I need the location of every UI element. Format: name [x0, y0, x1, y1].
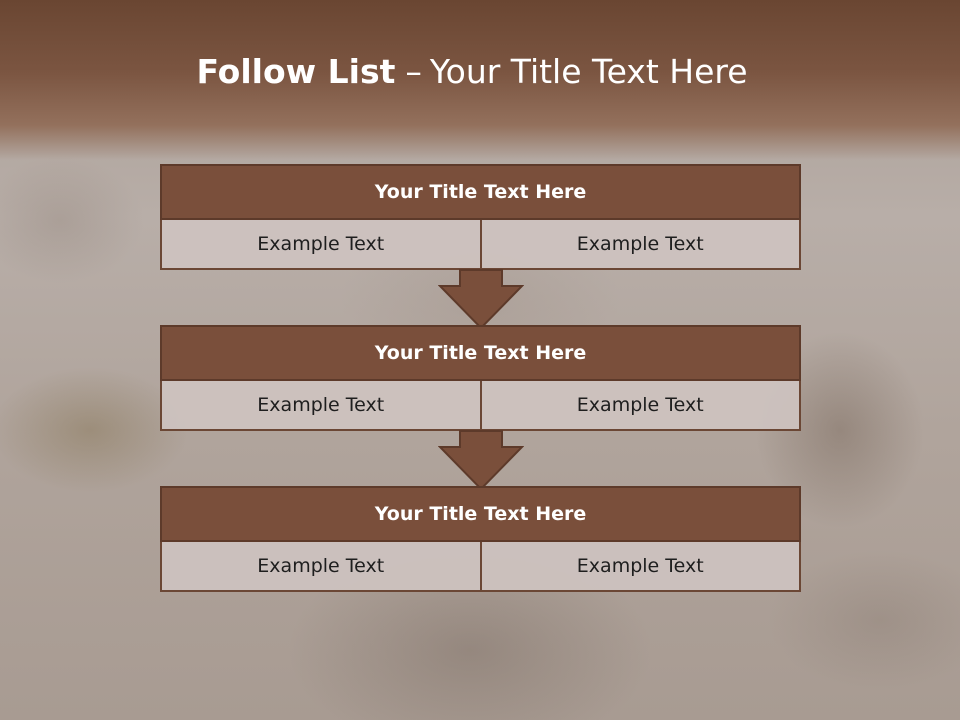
block-row: Example Text Example Text — [160, 220, 801, 270]
block-row: Example Text Example Text — [160, 542, 801, 592]
block-cell-left: Example Text — [160, 542, 482, 592]
block-header: Your Title Text Here — [160, 325, 801, 381]
block-cell-left: Example Text — [160, 381, 482, 431]
title-rest: Your Title Text Here — [429, 52, 748, 91]
down-arrow-icon — [438, 269, 524, 330]
block-cell-left: Example Text — [160, 220, 482, 270]
block-header: Your Title Text Here — [160, 164, 801, 220]
block-header: Your Title Text Here — [160, 486, 801, 542]
title-band — [0, 0, 960, 160]
title-separator: – — [405, 52, 422, 91]
list-block-1: Your Title Text Here Example Text Exampl… — [160, 164, 801, 270]
block-row: Example Text Example Text — [160, 381, 801, 431]
list-block-2: Your Title Text Here Example Text Exampl… — [160, 325, 801, 431]
block-cell-right: Example Text — [481, 381, 801, 431]
title-bold: Follow List — [196, 52, 396, 91]
slide-title: Follow List–Your Title Text Here — [0, 52, 944, 91]
down-arrow-icon — [438, 430, 524, 491]
block-cell-right: Example Text — [481, 542, 801, 592]
block-cell-right: Example Text — [481, 220, 801, 270]
list-block-3: Your Title Text Here Example Text Exampl… — [160, 486, 801, 592]
